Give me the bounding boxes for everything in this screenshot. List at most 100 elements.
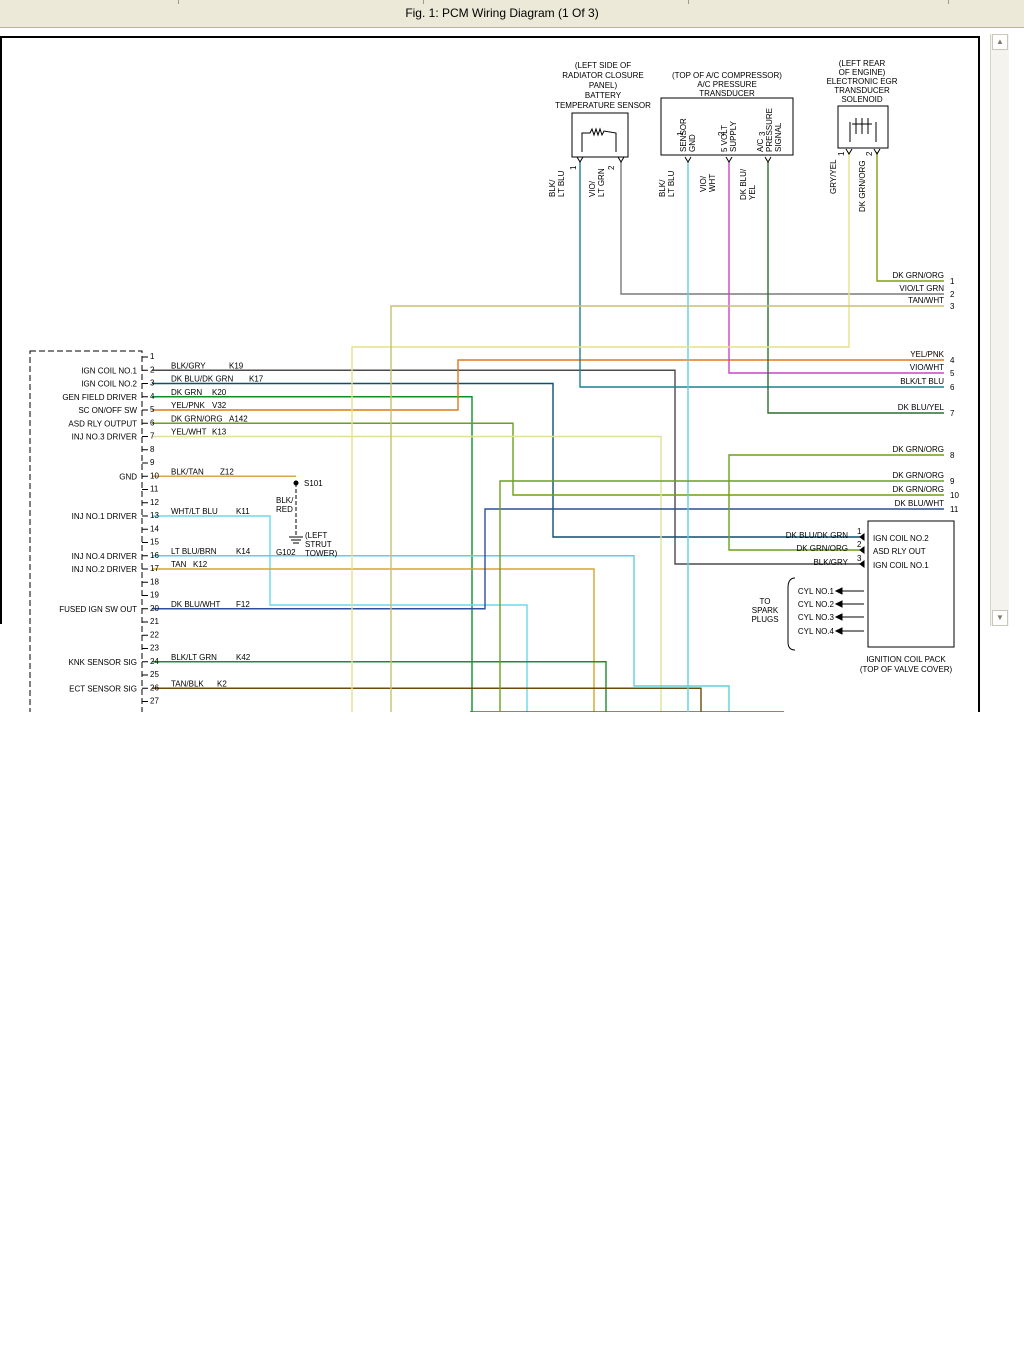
ac-pressure-signal-label: PRESSURE xyxy=(765,108,774,152)
pcm-wire-color: DK GRN xyxy=(171,388,202,397)
pcm-pin-function: INJ NO.1 DRIVER xyxy=(72,512,138,521)
batt-pin-2: 2 xyxy=(607,165,616,170)
right-wire-label: DK GRN/ORG xyxy=(892,485,944,494)
pcm-wire-color: YEL/PNK xyxy=(171,401,205,410)
ground-location-label: STRUT xyxy=(305,540,332,549)
wire-knk-sensor xyxy=(152,661,607,712)
right-wire-label: DK BLU/YEL xyxy=(898,403,945,412)
pcm-pin-function: GEN FIELD DRIVER xyxy=(62,393,137,402)
coil-pin-terminal xyxy=(859,560,865,568)
coil-pin-terminal xyxy=(859,533,865,541)
wire-ect-sensor xyxy=(152,687,702,712)
ground-symbol xyxy=(289,536,303,544)
pcm-pin-number: 17 xyxy=(150,564,159,573)
right-connector-pin: 7 xyxy=(950,409,955,418)
scroll-down-button[interactable]: ▼ xyxy=(992,610,1008,626)
splice-label: S101 xyxy=(304,479,323,488)
pcm-wire-color: TAN xyxy=(171,560,187,569)
pcm-pin-number: 26 xyxy=(150,683,159,692)
ac-pin-3: 3 xyxy=(758,131,767,136)
egr-solenoid-label: (LEFT REAR xyxy=(839,59,886,68)
top-wire-label-batt-1: BLK/ xyxy=(548,179,557,197)
frame-left-edge xyxy=(0,36,2,624)
sensor-gnd-label: SENSOR xyxy=(679,118,688,152)
egr-solenoid-box xyxy=(837,105,889,149)
spark-plug-brace xyxy=(787,577,796,651)
coil-wire-label: DK GRN/ORG xyxy=(796,544,848,553)
pcm-circuit-id: K2 xyxy=(217,679,227,688)
pcm-connector-outline xyxy=(29,350,143,712)
pcm-pin-function: INJ NO.2 DRIVER xyxy=(72,565,138,574)
wire-batt-1 xyxy=(579,162,944,388)
top-wire-label-batt-1: LT BLU xyxy=(557,170,566,197)
spark-arrow xyxy=(834,627,843,635)
spark-plugs-label: SPARK xyxy=(752,606,779,615)
egr-solenoid-label: SOLENOID xyxy=(841,95,883,104)
coil-wire-label: BLK/GRY xyxy=(813,558,848,567)
pcm-pin-function: IGN COIL NO.1 xyxy=(81,366,137,375)
ac-transducer-label: (TOP OF A/C COMPRESSOR) xyxy=(672,71,782,80)
solenoid-coil-symbol xyxy=(849,118,877,142)
pcm-pin-function: ASD RLY OUTPUT xyxy=(68,419,137,428)
wire-right-8 xyxy=(728,454,944,551)
spark-arrow xyxy=(834,613,843,621)
cylinder-label: CYL NO.2 xyxy=(798,600,835,609)
pcm-pin-number: 4 xyxy=(150,392,155,401)
pcm-pin-number: 5 xyxy=(150,405,155,414)
connector-terminal xyxy=(845,148,853,155)
right-wire-label: DK GRN/ORG xyxy=(892,445,944,454)
ac-transducer-box xyxy=(660,97,794,156)
right-connector-pin: 9 xyxy=(950,477,955,486)
pcm-wire-color: BLK/TAN xyxy=(171,467,204,476)
wire-asd-rly xyxy=(152,422,944,496)
wire-batt-2 xyxy=(620,162,944,295)
top-wire-label-ac-3: DK BLU/ xyxy=(739,168,748,200)
ac-transducer-label: TRANSDUCER xyxy=(699,89,755,98)
connector-terminal xyxy=(684,156,692,163)
right-wire-label: TAN/WHT xyxy=(908,296,944,305)
top-wire-label-ac-2: VIO/ xyxy=(699,175,708,192)
egr-solenoid-label: TRANSDUCER xyxy=(834,86,890,95)
ground-id: G102 xyxy=(276,548,296,557)
pcm-pin-function: ECT SENSOR SIG xyxy=(69,684,137,693)
coil-pin-number: 3 xyxy=(857,554,862,563)
right-connector-pin: 4 xyxy=(950,356,955,365)
battery-temp-sensor-label: BATTERY xyxy=(585,91,622,100)
pcm-pin-number: 23 xyxy=(150,644,159,653)
pcm-circuit-id: K13 xyxy=(212,428,227,437)
pcm-pin-number: 25 xyxy=(150,670,159,679)
pcm-pin-number: 6 xyxy=(150,418,155,427)
pcm-pin-function: KNK SENSOR SIG xyxy=(69,658,137,667)
pcm-pin-function: IGN COIL NO.2 xyxy=(81,380,137,389)
connector-terminal xyxy=(576,156,584,163)
battery-temp-sensor-label: (LEFT SIDE OF xyxy=(575,61,631,70)
pcm-pin-function: SC ON/OFF SW xyxy=(78,406,137,415)
ac-pressure-signal-label: SIGNAL xyxy=(774,122,783,152)
right-connector-pin: 5 xyxy=(950,369,955,378)
wires xyxy=(152,152,944,712)
pcm-pin-number: 8 xyxy=(150,445,155,454)
pcm-pin-number: 7 xyxy=(150,432,155,441)
scroll-up-button[interactable]: ▲ xyxy=(992,34,1008,50)
right-connector-pin: 8 xyxy=(950,451,955,460)
top-wire-label-ac-3: YEL xyxy=(748,184,757,200)
wire-ign-coil-2 xyxy=(152,382,860,538)
top-wire-label-ac-2: WHT xyxy=(708,174,717,192)
spark-plugs-label: PLUGS xyxy=(751,615,778,624)
top-wire-label-batt-2: LT GRN xyxy=(597,168,606,197)
component-boxes xyxy=(29,97,955,712)
coil-pack-label: (TOP OF VALVE COVER) xyxy=(860,665,953,674)
thermistor-symbol xyxy=(581,127,617,152)
wire-fused-ign xyxy=(152,508,944,610)
pcm-pin-number: 24 xyxy=(150,657,159,666)
vertical-scrollbar[interactable]: ▲ ▼ xyxy=(990,34,1009,626)
pcm-pin-number: 16 xyxy=(150,551,159,560)
pcm-circuit-id: K19 xyxy=(229,361,244,370)
wire-egr-1 xyxy=(351,152,850,712)
pcm-circuit-id: F12 xyxy=(236,600,250,609)
wire-inj-2 xyxy=(152,568,595,712)
pcm-pin-number: 15 xyxy=(150,538,159,547)
right-connector-pin: 11 xyxy=(950,505,959,514)
pcm-wire-color: DK BLU/DK GRN xyxy=(171,375,233,384)
